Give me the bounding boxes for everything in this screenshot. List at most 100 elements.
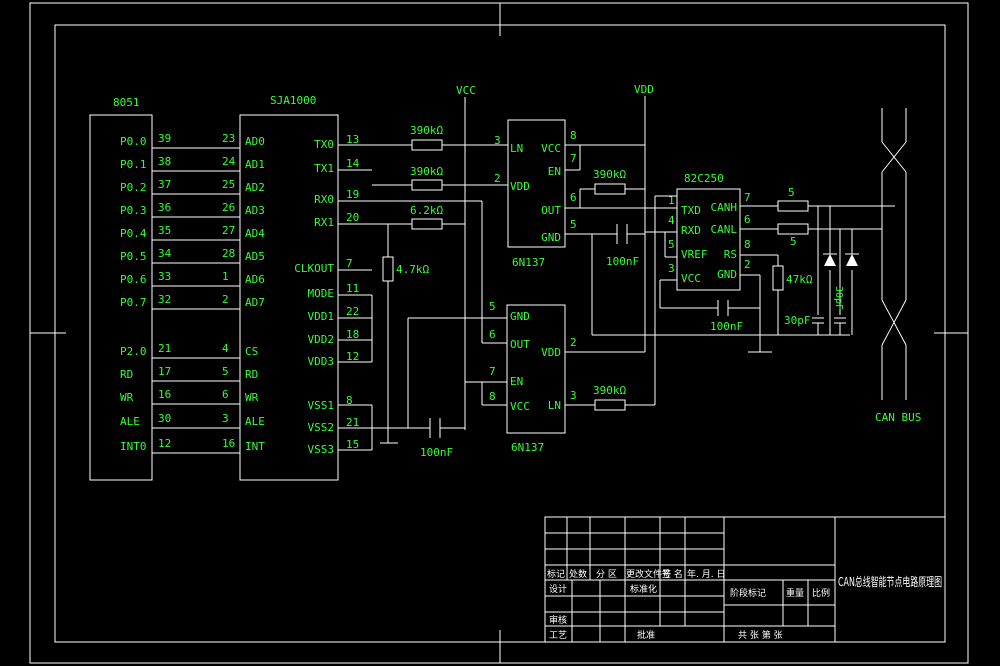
tb-weight: 重量 xyxy=(786,587,804,599)
opto-pin-number: 8 xyxy=(570,129,577,142)
tb-h1: 标记 xyxy=(547,568,565,580)
vdd-label: VDD xyxy=(634,83,654,96)
opto-pin-number: 7 xyxy=(570,152,577,165)
transceiver-pin-number: 3 xyxy=(668,262,675,275)
mcu-pin-number: 37 xyxy=(158,178,171,191)
r5-label: 390kΩ xyxy=(593,168,626,181)
mcu-pin-label: P0.1 xyxy=(120,158,147,171)
tb-stage: 阶段标记 xyxy=(730,587,766,599)
sja-pin-label: RX1 xyxy=(314,216,334,229)
transceiver-pin-number: 4 xyxy=(668,214,675,227)
transceiver-pin-number: 6 xyxy=(744,213,751,226)
opto-pin-label: EN xyxy=(510,375,523,388)
mcu-pin-label: INT0 xyxy=(120,440,147,453)
sja-pin-number: 20 xyxy=(346,211,359,224)
sja-pin-number: 25 xyxy=(222,178,235,191)
wires xyxy=(338,96,907,451)
sja-pin-number: 4 xyxy=(222,342,229,355)
sja-pin-number: 21 xyxy=(346,416,359,429)
opto-pin-label: OUT xyxy=(510,338,530,351)
chip-sja1000: SJA1000 AD023AD124AD225AD326AD427AD528AD… xyxy=(222,94,360,481)
c3-label: 100nF xyxy=(710,320,743,333)
c1-label: 100nF xyxy=(606,255,639,268)
transceiver-pin-number: 5 xyxy=(668,238,675,251)
mcu-pin-number: 39 xyxy=(158,132,171,145)
tb-scale: 比例 xyxy=(812,587,830,599)
chip-6n137-bottom-name: 6N137 xyxy=(511,441,544,454)
mcu-pin-label: P0.0 xyxy=(120,135,147,148)
mcu-pin-label: P0.3 xyxy=(120,204,147,217)
sja-pin-number: 12 xyxy=(346,350,359,363)
opto-pin-label: LN xyxy=(548,399,561,412)
chip-82c250-name: 82C250 xyxy=(684,172,724,185)
sja-pin-label: AD1 xyxy=(245,158,265,171)
opto-pin-label: VDD xyxy=(541,346,561,359)
sja-pin-label: AD2 xyxy=(245,181,265,194)
sja-pin-label: AD7 xyxy=(245,296,265,309)
mcu-pin-number: 21 xyxy=(158,342,171,355)
opto-pin-label: GND xyxy=(510,310,530,323)
transceiver-pin-label: RXD xyxy=(681,224,701,237)
opto-pin-label: LN xyxy=(510,142,523,155)
opto-pin-number: 3 xyxy=(570,389,577,402)
sja-pin-label: VSS2 xyxy=(308,421,335,434)
mcu-pin-label: P0.4 xyxy=(120,227,147,240)
mcu-pin-label: P0.5 xyxy=(120,250,147,263)
tb-sheet: 共 张 第 张 xyxy=(738,629,783,641)
transceiver-pin-number: 8 xyxy=(744,238,751,251)
transceiver-pin-label: VCC xyxy=(681,272,701,285)
opto-pin-number: 2 xyxy=(570,336,577,349)
sja-pin-number: 27 xyxy=(222,224,235,237)
sja-pin-label: VSS1 xyxy=(308,399,335,412)
c2-label: 100nF xyxy=(420,446,453,459)
sja-pin-label: AD0 xyxy=(245,135,265,148)
sja-pin-label: AD5 xyxy=(245,250,265,263)
sja-pin-number: 11 xyxy=(346,282,359,295)
tb-process: 工艺 xyxy=(549,630,567,641)
tb-h5: 签 名 xyxy=(662,568,683,580)
opto-pin-label: EN xyxy=(548,165,561,178)
sja-pin-number: 8 xyxy=(346,394,353,407)
mcu-pin-label: ALE xyxy=(120,415,140,428)
outer-border xyxy=(29,2,969,664)
mcu-pin-label: WR xyxy=(120,391,134,404)
sja-pin-number: 18 xyxy=(346,328,359,341)
r1-label: 390kΩ xyxy=(410,124,443,137)
sja-pin-label: CS xyxy=(245,345,258,358)
opto-pin-label: GND xyxy=(541,231,561,244)
sja-pin-label: RX0 xyxy=(314,193,334,206)
sja-pin-number: 19 xyxy=(346,188,359,201)
transceiver-pin-label: CANH xyxy=(711,201,738,214)
opto-pin-number: 5 xyxy=(570,218,577,231)
tb-h4: 更改文件号 xyxy=(626,568,671,580)
tvs-diodes xyxy=(823,253,859,266)
sja-pin-number: 26 xyxy=(222,201,235,214)
sja-pin-number: 28 xyxy=(222,247,235,260)
opto-pin-label: VCC xyxy=(541,142,561,155)
sja-pin-label: VSS3 xyxy=(308,443,335,456)
sja-pin-number: 22 xyxy=(346,305,359,318)
vcc-label: VCC xyxy=(456,84,476,97)
opto-pin-number: 8 xyxy=(489,390,496,403)
mcu-pin-number: 16 xyxy=(158,388,171,401)
sja-pin-number: 13 xyxy=(346,133,359,146)
mcu-pin-label: P0.2 xyxy=(120,181,147,194)
mcu-pin-number: 36 xyxy=(158,201,171,214)
transceiver-pin-number: 2 xyxy=(744,258,751,271)
mcu-pin-number: 34 xyxy=(158,247,172,260)
sja-pin-label: TX1 xyxy=(314,162,334,175)
opto-pin-number: 2 xyxy=(494,172,501,185)
r3-label: 6.2kΩ xyxy=(410,204,443,217)
sja-pin-number: 3 xyxy=(222,412,229,425)
r8-label: 5 xyxy=(788,186,795,199)
sja-pin-number: 5 xyxy=(222,365,229,378)
tb-h2: 处数 xyxy=(569,568,587,580)
opto-pin-number: 5 xyxy=(489,300,496,313)
transceiver-pin-label: VREF xyxy=(681,248,708,261)
sja-pin-number: 7 xyxy=(346,257,353,270)
tb-h3: 分 区 xyxy=(596,569,617,580)
sja-pin-label: CLKOUT xyxy=(294,262,334,275)
opto-pin-label: VCC xyxy=(510,400,530,413)
sja-pin-label: AD6 xyxy=(245,273,265,286)
